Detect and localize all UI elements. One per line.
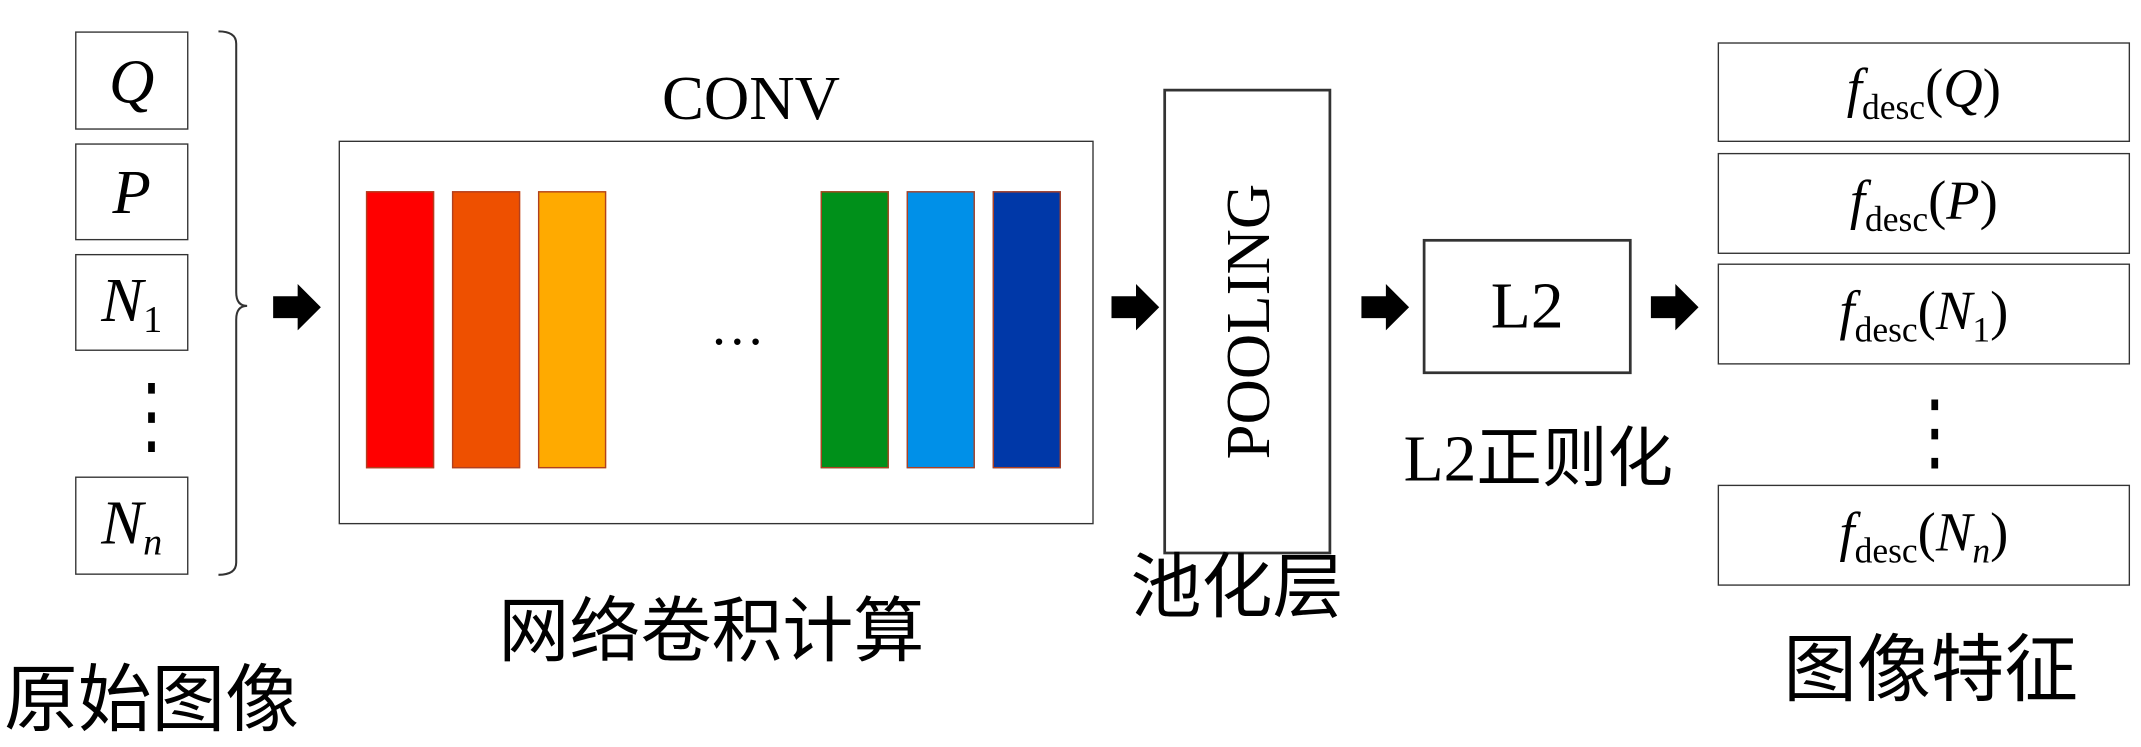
brace-icon xyxy=(218,30,248,576)
arrow-right-icon xyxy=(1111,284,1160,331)
feature-map-bar xyxy=(906,191,975,469)
f-symbol: f xyxy=(1849,168,1866,231)
desc-subscript: desc xyxy=(1854,309,1918,349)
output-arg: N xyxy=(1935,279,1973,341)
feature-map-bar xyxy=(365,191,435,469)
output-box-n1: fdesc(N1) xyxy=(1717,263,2131,365)
output-ellipsis: ⋮ xyxy=(1902,382,1968,482)
f-symbol: f xyxy=(1846,57,1862,119)
l2-label: L2正则化 xyxy=(1403,423,1674,496)
pooling-box: POOLING xyxy=(1163,88,1332,555)
input-box-n1: N1 xyxy=(75,253,189,351)
arrow-right-icon xyxy=(1361,284,1410,331)
desc-subscript: desc xyxy=(1861,87,1926,127)
input-subscript: n xyxy=(143,521,163,564)
output-label: 图像特征 xyxy=(1783,626,2079,713)
input-subscript: 1 xyxy=(143,298,163,341)
l2-text: L2 xyxy=(1490,270,1564,343)
output-arg: Q xyxy=(1943,57,1983,119)
input-label: Q xyxy=(109,45,155,116)
conv-ellipsis: … xyxy=(710,294,765,357)
feature-map-bar xyxy=(537,191,607,469)
output-box-nn: fdesc(Nn) xyxy=(1717,484,2131,586)
input-label: P xyxy=(112,157,151,227)
output-arg: N xyxy=(1935,500,1973,562)
desc-subscript: desc xyxy=(1854,530,1918,571)
feature-map-bar xyxy=(820,191,889,469)
pooling-label: 池化层 xyxy=(1130,547,1344,630)
feature-map-bar xyxy=(451,191,521,469)
desc-subscript: desc xyxy=(1865,198,1929,239)
output-arg-subscript: n xyxy=(1972,530,1991,571)
arrow-right-icon xyxy=(273,284,321,331)
input-label: N xyxy=(101,487,144,558)
l2-box: L2 xyxy=(1422,238,1632,375)
output-box-p: fdesc(P) xyxy=(1717,152,2131,254)
input-label: N xyxy=(101,264,144,334)
conv-label: 网络卷积计算 xyxy=(498,591,925,674)
feature-map-bar xyxy=(992,191,1061,469)
f-symbol: f xyxy=(1839,500,1855,562)
conv-title: CONV xyxy=(661,62,840,133)
input-box-p: P xyxy=(75,143,189,241)
pooling-text: POOLING xyxy=(1212,183,1283,460)
f-symbol: f xyxy=(1839,279,1855,341)
input-ellipsis: ⋮ xyxy=(118,365,185,466)
output-arg: P xyxy=(1946,168,1980,231)
output-box-q: fdesc(Q) xyxy=(1717,42,2131,143)
output-arg-subscript: 1 xyxy=(1972,309,1991,349)
input-label-caption: 原始图像 xyxy=(4,656,300,743)
input-box-q: Q xyxy=(75,31,189,130)
arrow-right-icon xyxy=(1650,284,1699,331)
input-box-nn: Nn xyxy=(75,476,189,575)
